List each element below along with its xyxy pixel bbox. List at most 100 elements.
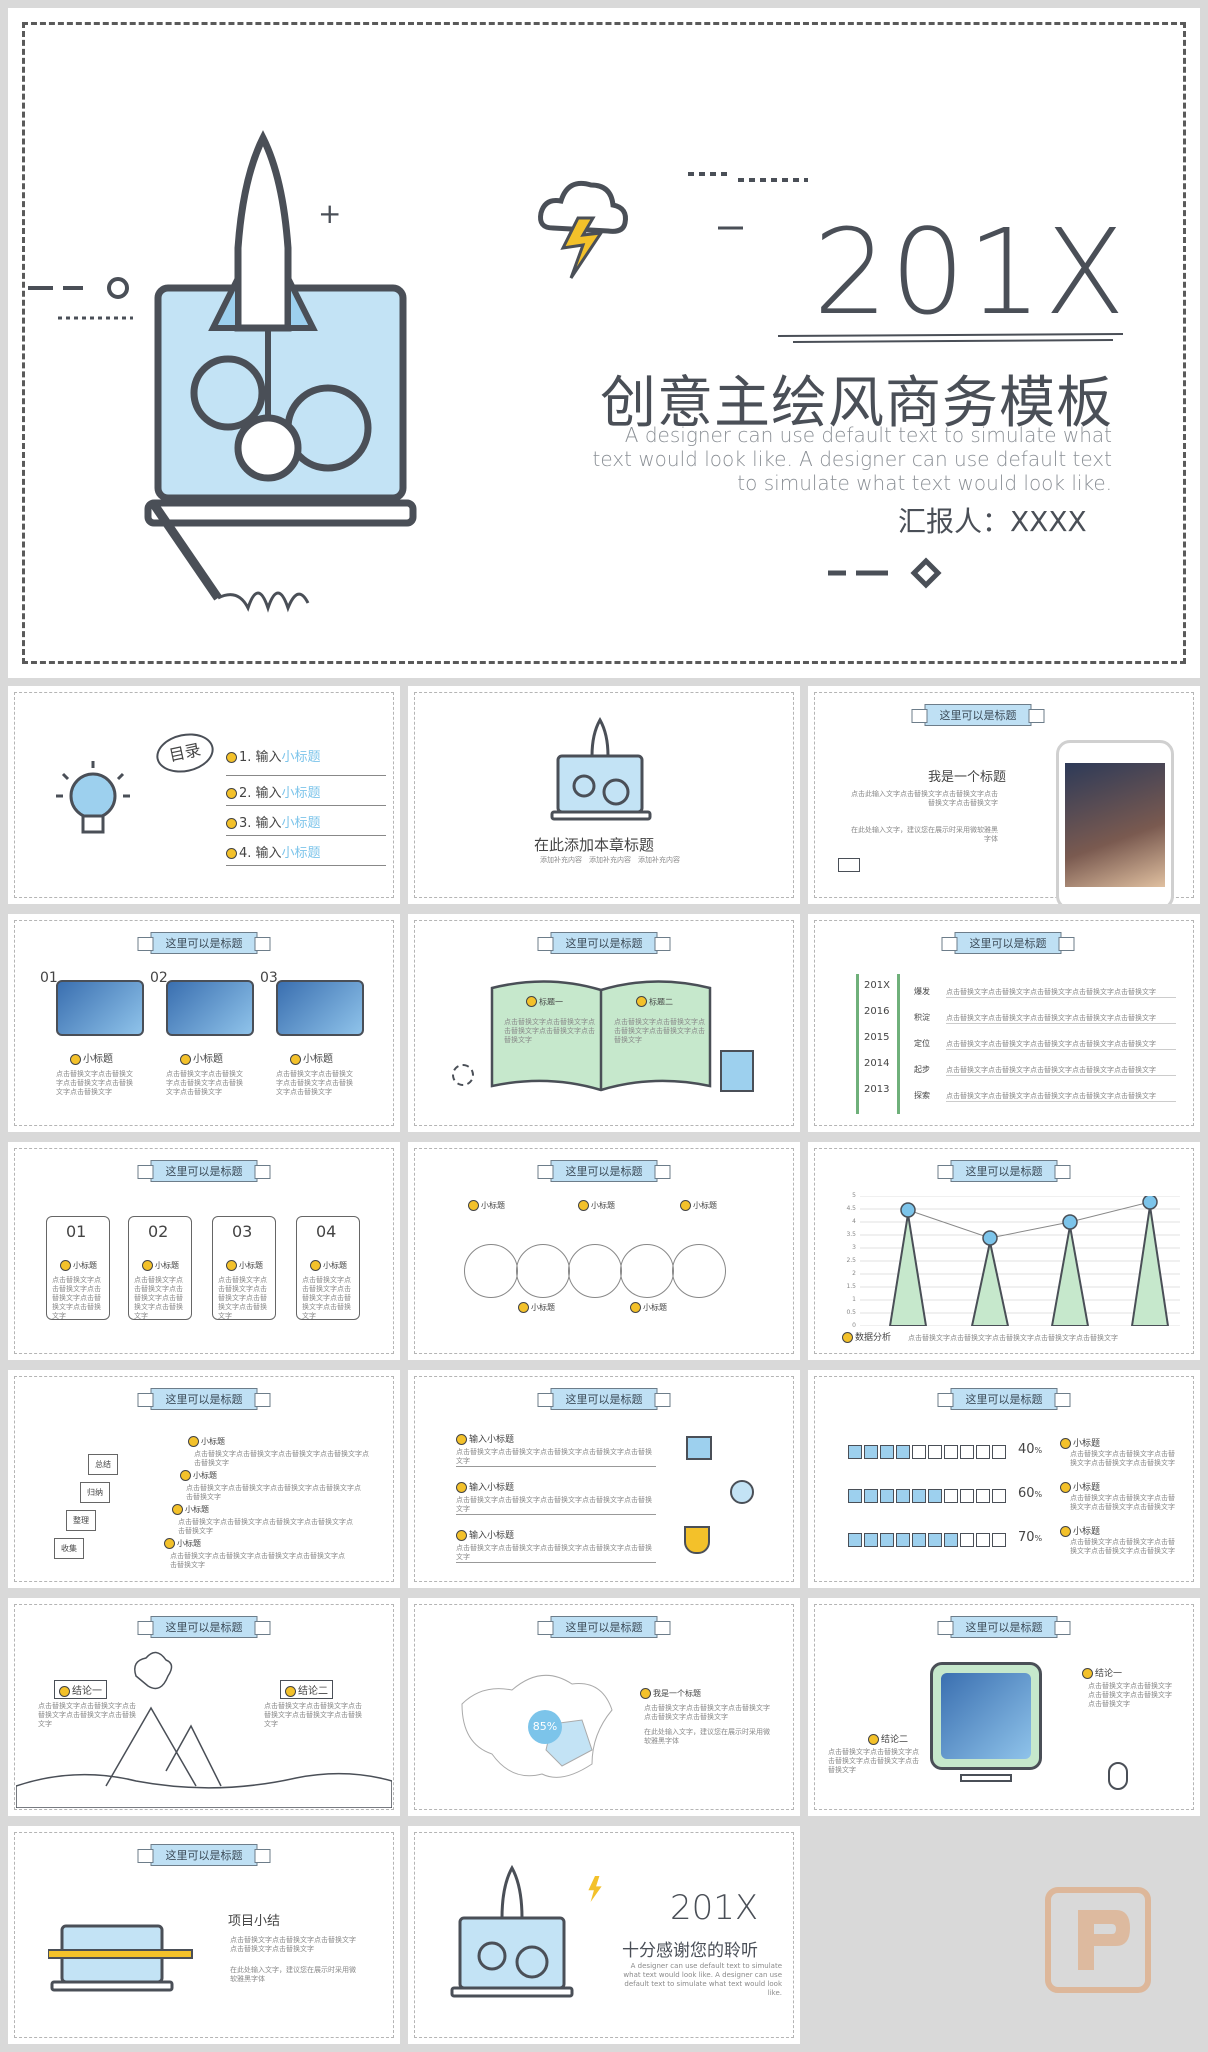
card-body: 点击替换文字点击替换文字点击替换文字点击替换文字点击替换文字 [134, 1276, 183, 1320]
progress-label: 小标题 [1073, 1439, 1101, 1449]
notebook-icon [686, 1436, 712, 1460]
bullet-icon [1060, 1526, 1071, 1537]
phone-body: 点击此输入文字点击替换文字点击替换文字点击替换文字点击替换文字 [851, 790, 998, 807]
slide-book[interactable]: 这里可以是标题 标题一 标题二 点击替换文字点击替换文字点击替换文字点击替换文字… [408, 914, 800, 1132]
progress-body: 点击替换文字点击替换文字点击替换文字点击替换文字点击替换文字 [1070, 1450, 1175, 1467]
chart-y-tick: 4.5 [846, 1205, 856, 1212]
bullet-icon [518, 1302, 529, 1313]
ladder-body: 点击替换文字点击替换文字点击替换文字点击替换文字点击替换文字 [946, 1066, 1176, 1076]
summary-body-2: 在此处输入文字，建议您在展示时采用微软雅黑字体 [230, 1966, 356, 1983]
progress-block [880, 1533, 894, 1547]
bullet-icon [1060, 1482, 1071, 1493]
slide-cards[interactable]: 这里可以是标题 01 02 03 04 小标题 小标题 小标题 小标题 点击替换… [8, 1142, 400, 1360]
gear-icon [452, 1064, 474, 1086]
progress-block [960, 1533, 974, 1547]
bullet-icon [180, 1053, 191, 1065]
end-title: 十分感谢您的聆听 [622, 1941, 758, 1961]
phone-body-2: 在此处输入文字，建议您在展示时采用微软雅黑字体 [851, 826, 998, 843]
map-body: 点击替换文字点击替换文字点击替换文字点击替换文字点击替换文字 [644, 1704, 770, 1721]
toc-item[interactable]: 3. 输入小标题 [226, 806, 386, 836]
slide-ribbon: 这里可以是标题 [937, 1616, 1071, 1638]
slide-map[interactable]: 这里可以是标题 85% 我是一个标题 点击替换文字点击替换文字点击替换文字点击替… [408, 1598, 800, 1816]
chart-y-tick: 1.5 [846, 1283, 856, 1290]
chart-y-tick: 4 [852, 1218, 856, 1225]
slide-phone[interactable]: 这里可以是标题 我是一个标题 点击此输入文字点击替换文字点击替换文字点击替换文字… [808, 686, 1200, 904]
toc-bubble: 目录 [152, 728, 218, 778]
progress-block [960, 1445, 974, 1459]
slide-mountain[interactable]: 这里可以是标题 结论一 结论二 点击替换文字点击替换文字点击替换文字点击替换文字… [8, 1598, 400, 1816]
card [296, 1216, 360, 1320]
card-number: 01 [66, 1222, 87, 1241]
slide-stairs[interactable]: 这里可以是标题 总结 归纳 整理 收集 小标题 小标题 小标题 小标题 点击替换… [8, 1370, 400, 1588]
stair-step: 收集 [54, 1538, 84, 1559]
book-label: 标题一 [539, 997, 563, 1007]
hero-slide[interactable]: + 201X 创意主绘风商务模板 A designer can use defa… [8, 8, 1200, 678]
chapter-tag: 添加补充内容 [638, 856, 680, 864]
slide-ribbon: 这里可以是标题 [137, 932, 271, 954]
slide-photos[interactable]: 这里可以是标题 01 02 03 小标题 小标题 小标题 点击替换文字点击替换文… [8, 914, 400, 1132]
toc-item[interactable]: 2. 输入小标题 [226, 776, 386, 806]
bullet-icon [285, 1685, 296, 1697]
bullet-icon [180, 1470, 191, 1481]
monitor-body: 点击替换文字点击替换文字点击替换文字点击替换文字点击替换文字 [1088, 1682, 1172, 1708]
progress-block [864, 1445, 878, 1459]
icon-circle [568, 1244, 622, 1298]
progress-label: 小标题 [1073, 1483, 1101, 1493]
progress-label: 小标题 [1073, 1527, 1101, 1537]
monitor-label: 结论二 [881, 1735, 909, 1745]
cone-chart [860, 1196, 1180, 1326]
input-body: 点击替换文字点击替换文字点击替换文字点击替换文字点击替换文字 [456, 1496, 656, 1515]
bullet-icon [70, 1053, 81, 1065]
slide-chapter[interactable]: 在此添加本章标题 添加补充内容 添加补充内容 添加补充内容 [408, 686, 800, 904]
toc-item[interactable]: 4. 输入小标题 [226, 836, 386, 866]
stair-body: 点击替换文字点击替换文字点击替换文字点击替换文字点击替换文字 [186, 1484, 361, 1501]
progress-block [944, 1533, 958, 1547]
progress-block [912, 1445, 926, 1459]
slide-summary[interactable]: 这里可以是标题 项目小结 点击替换文字点击替换文字点击替换文字点击替换文字点击替… [8, 1826, 400, 2044]
chapter-tag: 添加补充内容 [589, 856, 631, 864]
ladder-label: 起步 [914, 1065, 930, 1074]
bullet-icon [636, 996, 647, 1007]
input-body: 点击替换文字点击替换文字点击替换文字点击替换文字点击替换文字 [456, 1448, 656, 1467]
bullet-icon [640, 1688, 651, 1699]
slide-ladder[interactable]: 这里可以是标题 201X 2016 2015 2014 2013 爆发 积淀 定… [808, 914, 1200, 1132]
photo-number: 01 [40, 970, 58, 986]
slide-inputs[interactable]: 这里可以是标题 输入小标题 输入小标题 输入小标题 点击替换文字点击替换文字点击… [408, 1370, 800, 1588]
ladder-body: 点击替换文字点击替换文字点击替换文字点击替换文字点击替换文字 [946, 1092, 1176, 1102]
bullet-icon [456, 1434, 467, 1445]
ladder-label: 积淀 [914, 1013, 930, 1022]
progress-block [912, 1489, 926, 1503]
chapter-title: 在此添加本章标题 [534, 836, 655, 854]
progress-row [848, 1532, 1008, 1551]
phone-mockup [1056, 740, 1174, 904]
progress-row [848, 1444, 1008, 1463]
slide-ribbon: 这里可以是标题 [937, 1388, 1071, 1410]
slide-circles[interactable]: 这里可以是标题 小标题 小标题 小标题 小标题 小标题 [408, 1142, 800, 1360]
icon-circle [620, 1244, 674, 1298]
progress-block [992, 1489, 1006, 1503]
progress-block [960, 1489, 974, 1503]
monitor-photo [941, 1673, 1031, 1759]
bullet-icon [680, 1200, 691, 1211]
toc-item[interactable]: 1. 输入小标题 [226, 746, 386, 776]
progress-block [848, 1533, 862, 1547]
chart-y-tick: 2 [852, 1270, 856, 1277]
slide-toc[interactable]: 目录 1. 输入小标题 2. 输入小标题 3. 输入小标题 4. 输入小标题 [8, 686, 400, 904]
bullet-icon [310, 1260, 321, 1271]
slide-ribbon: 这里可以是标题 [537, 1160, 671, 1182]
conclusion-label: 结论一 [72, 1686, 102, 1697]
stair-body: 点击替换文字点击替换文字点击替换文字点击替换文字点击替换文字 [170, 1552, 345, 1569]
slide-end[interactable]: 201X 十分感谢您的聆听 A designer can use default… [408, 1826, 800, 2044]
photo-body: 点击替换文字点击替换文字点击替换文字点击替换文字点击替换文字 [166, 1070, 243, 1096]
bullet-icon [60, 1260, 71, 1271]
chart-body: 点击替换文字点击替换文字点击替换文字点击替换文字点击替换文字 [908, 1334, 1118, 1342]
bullet-icon [226, 848, 237, 859]
photo-frame [56, 980, 144, 1036]
slide-progress[interactable]: 这里可以是标题 40% 60% 70% 小标题 小标题 小标题 点击替换文字点击… [808, 1370, 1200, 1588]
ladder-body: 点击替换文字点击替换文字点击替换文字点击替换文字点击替换文字 [946, 988, 1176, 998]
slide-monitor[interactable]: 这里可以是标题 结论一 结论二 点击替换文字点击替换文字点击替换文字点击替换文字… [808, 1598, 1200, 1816]
lightning-icon [588, 1876, 602, 1902]
book-body: 点击替换文字点击替换文字点击替换文字点击替换文字点击替换文字 [504, 1018, 595, 1044]
map-percent: 85% [528, 1710, 562, 1744]
